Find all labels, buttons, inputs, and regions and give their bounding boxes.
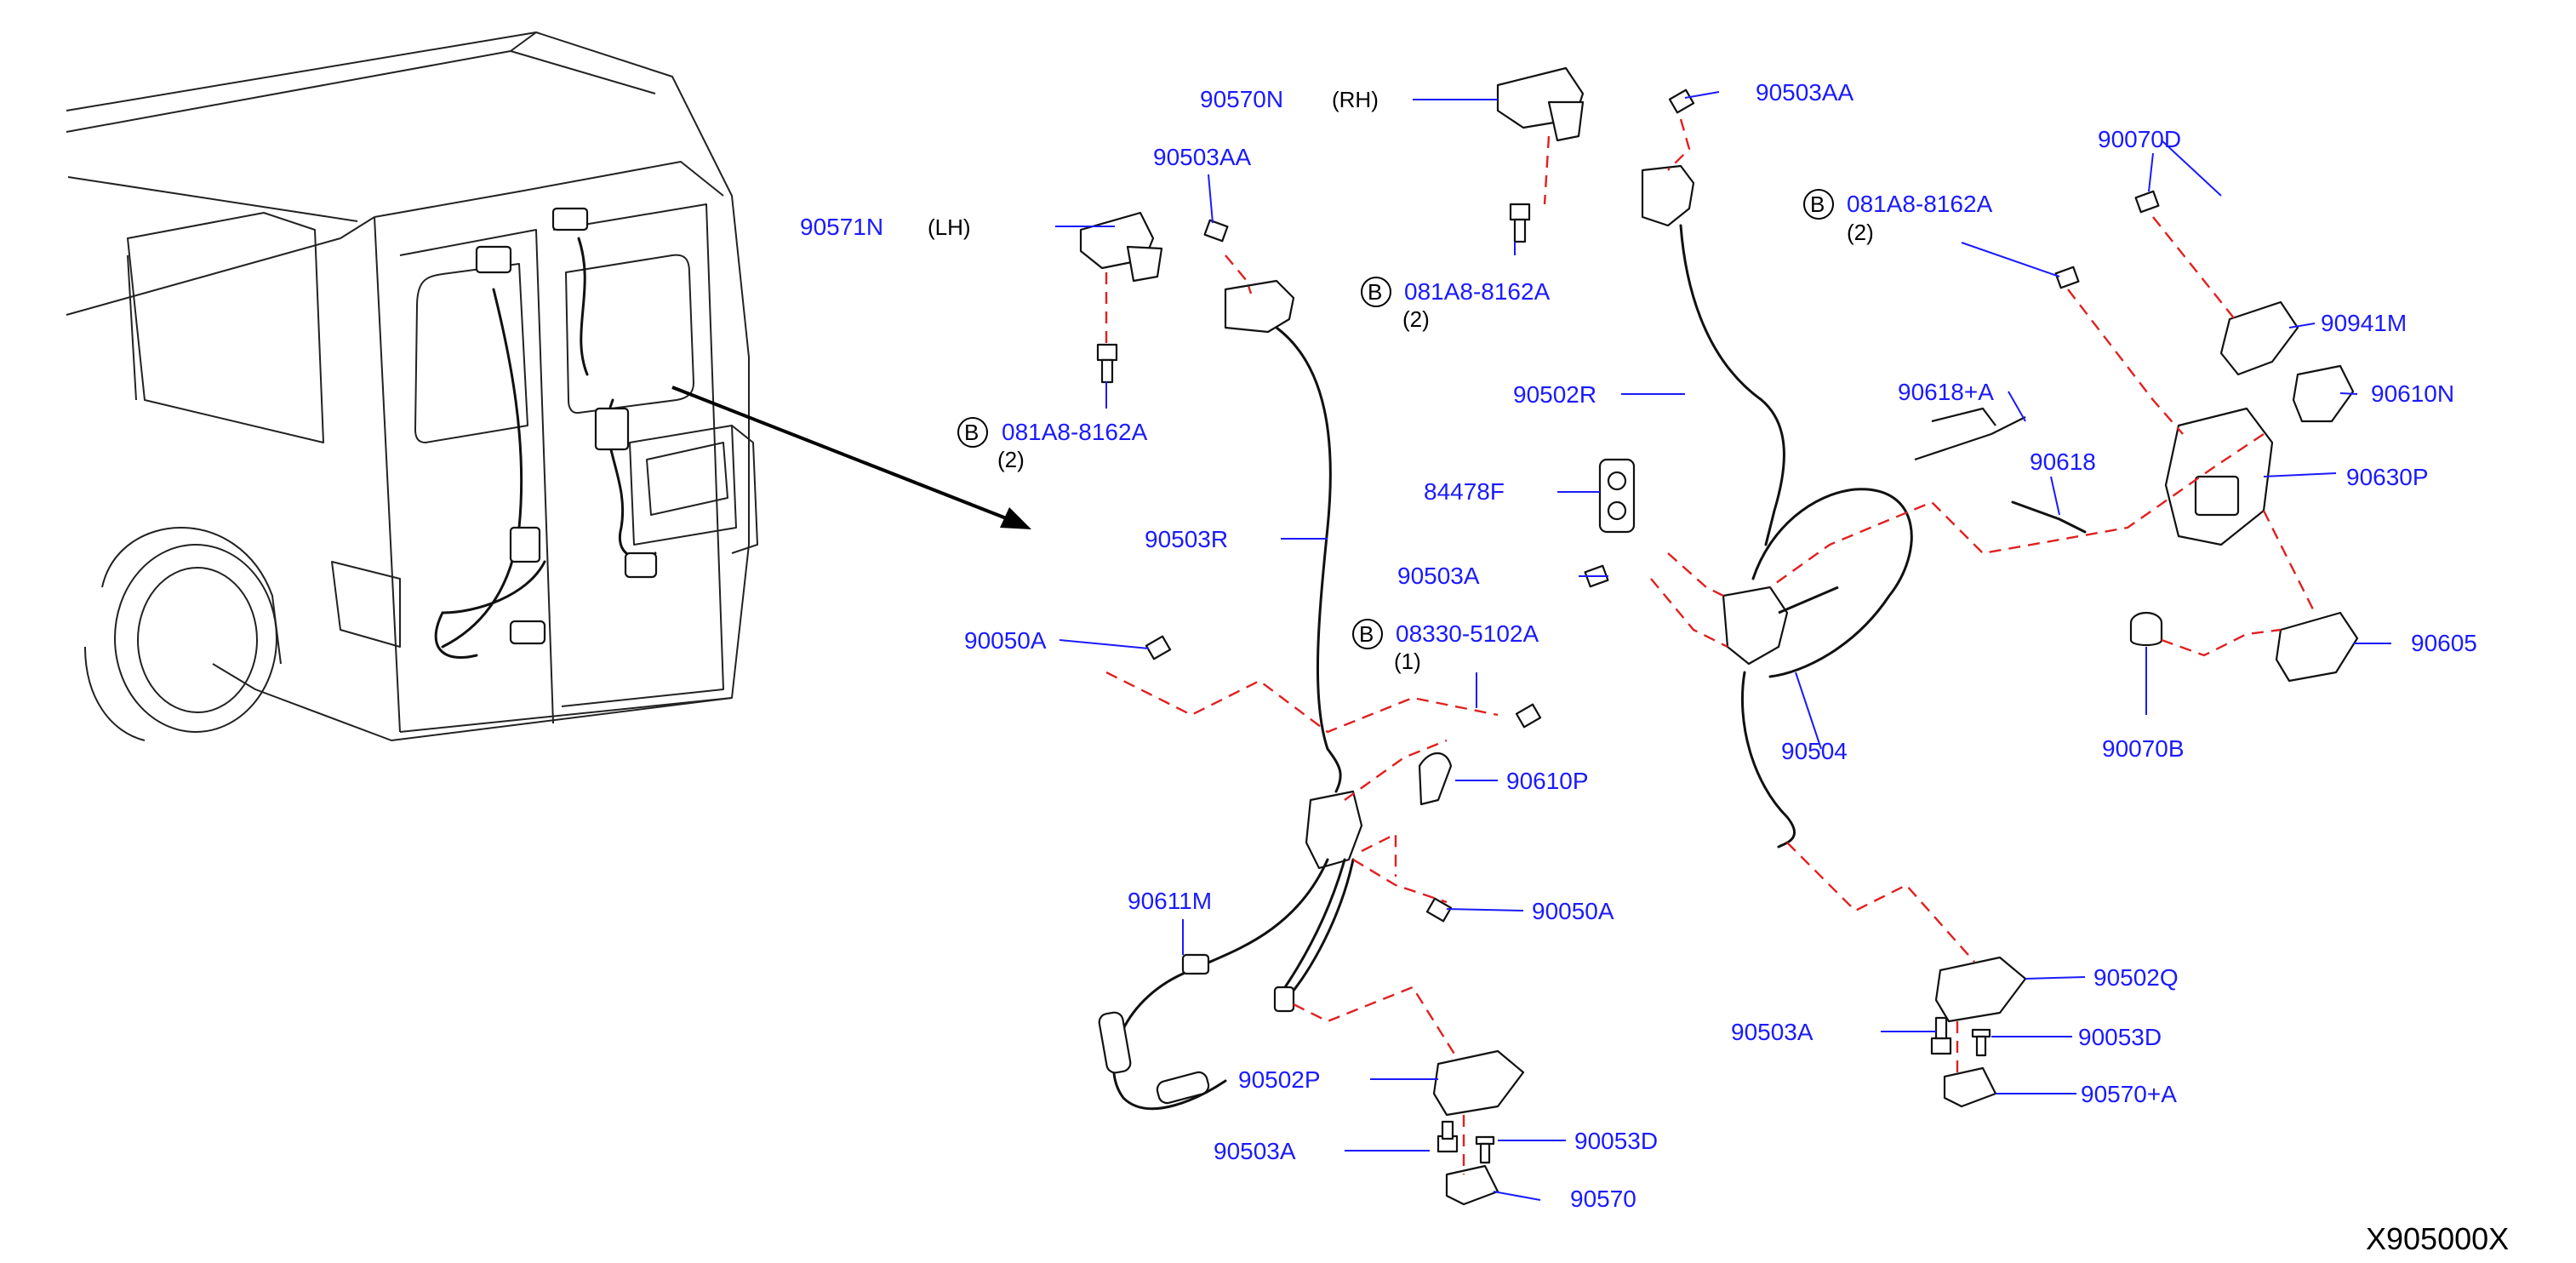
label-90502P: 90502P [1238,1066,1321,1093]
label-90070D: 90070D [2098,126,2181,152]
label-081A8-8162A-left: 081A8-8162A [1002,419,1148,445]
label-90053D-right: 90053D [2078,1024,2162,1050]
label-90070B: 90070B [2102,735,2185,762]
lock-assembly-center [1598,164,2027,1108]
label-081A8-8162A-mid: 081A8-8162A [1404,278,1551,305]
label-08330-5102A: 08330-5102A [1396,620,1539,647]
b-symbol: B [1368,279,1382,305]
label-90610P: 90610P [1506,768,1589,794]
van-illustration [66,31,1031,741]
b-circle-icon [1352,619,1383,649]
label-90503AA-right: 90503AA [1756,79,1854,106]
label-90570: 90570 [1570,1186,1636,1212]
b-circle-icon [1361,277,1391,307]
label-90618A: 90618+A [1898,379,1994,405]
lock-assembly-right [1914,300,2359,683]
label-90503AA-left: 90503AA [1153,144,1252,170]
qty-mid: (2) [1402,306,1430,332]
b-symbol: B [1810,191,1825,217]
label-90570A: 90570+A [2081,1081,2177,1107]
label-90570N: 90570N [1200,86,1283,112]
label-90050A-top: 90050A [964,627,1047,654]
b-circle-icon [957,417,988,448]
label-90502R: 90502R [1513,381,1596,408]
label-90630P: 90630P [2346,464,2429,490]
lock-assembly-left [1098,279,1525,1206]
b-circle-icon [1803,189,1834,220]
qty-left: (2) [997,447,1025,472]
phantom-lines [1105,118,2316,1174]
part-labels: 90570N (RH) 90571N (LH) 90503AA 90503AA … [800,79,2509,1256]
label-90050A-bottom: 90050A [1532,898,1614,924]
leader-lines [1055,91,2391,1201]
striker-bracket-rh [1496,66,1585,142]
striker-bracket-lh [1079,211,1163,283]
qty-08330: (1) [1394,649,1421,674]
b-symbol: B [964,420,979,445]
label-rh: (RH) [1332,87,1379,112]
diagram-code: X905000X [2366,1221,2509,1256]
label-90503A-center: 90503A [1397,563,1480,589]
label-90611M: 90611M [1128,888,1212,914]
label-90502Q: 90502Q [2093,964,2179,991]
label-90610N: 90610N [2371,380,2454,407]
label-90941M: 90941M [2321,310,2407,336]
label-90605: 90605 [2411,630,2477,656]
label-90053D-left: 90053D [1574,1128,1658,1154]
label-84478F: 84478F [1424,478,1505,505]
label-90618: 90618 [2030,449,2096,475]
qty-right: (2) [1847,220,1874,245]
label-90503A-left: 90503A [1214,1138,1296,1164]
b-symbol: B [1359,621,1374,647]
label-90503R: 90503R [1145,526,1228,552]
label-90504: 90504 [1781,738,1848,764]
label-081A8-8162A-right: 081A8-8162A [1847,191,1993,217]
label-90503A-right: 90503A [1731,1019,1813,1045]
label-lh: (LH) [928,214,971,240]
label-90571N: 90571N [800,214,883,240]
